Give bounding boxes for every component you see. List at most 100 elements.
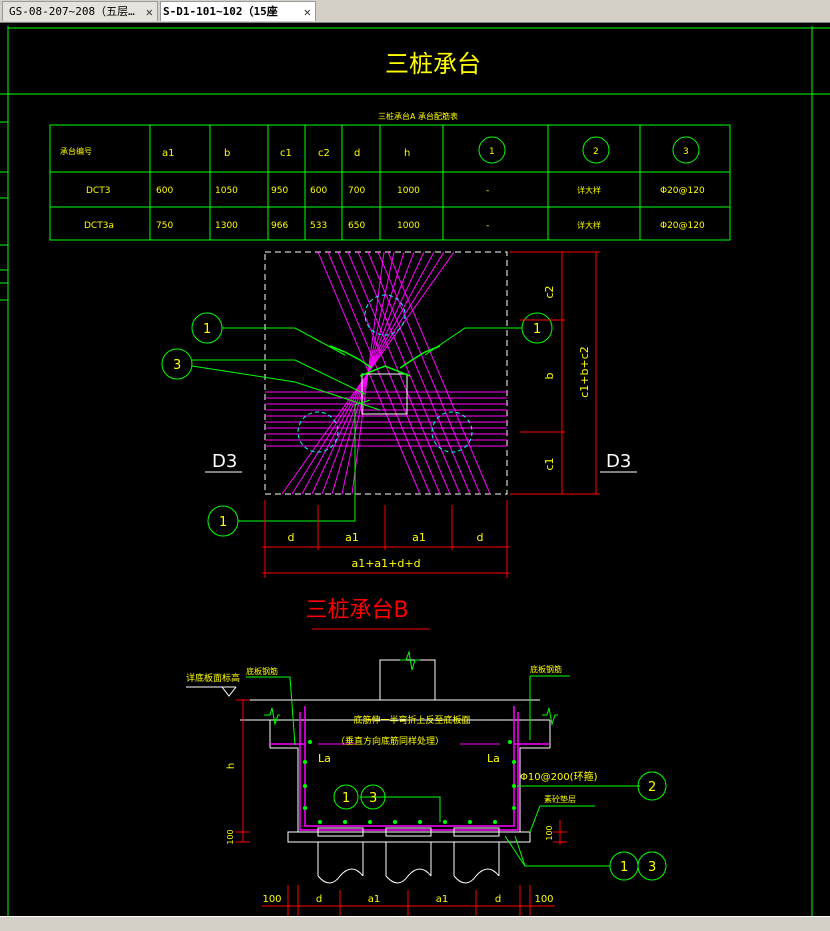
note-rebar-left: 底板钢筋: [246, 666, 278, 676]
dim-a1: a1: [412, 531, 426, 544]
callout-3: 3: [648, 860, 656, 875]
callout-1: 1: [342, 791, 350, 806]
section-callout-labels: 2 1 3 1 3: [342, 780, 656, 875]
section-dimension-lines: [236, 699, 567, 916]
close-icon[interactable]: ✕: [303, 5, 311, 19]
table-header-cell: 3: [683, 147, 689, 157]
table-header-cell: c1: [280, 148, 292, 159]
rebar-table-grid: [49, 124, 731, 241]
callout-1: 1: [620, 860, 628, 875]
table-cell: 700: [348, 186, 365, 196]
drawing-title: 三桩承台: [385, 50, 481, 78]
callout-1: 1: [219, 515, 227, 530]
tab-gs-08[interactable]: GS-08-207~208（五层… ✕: [2, 1, 158, 21]
pile-cap-section-view: [240, 650, 558, 884]
table-cell: 600: [310, 186, 327, 196]
dim-100: 100: [545, 825, 554, 840]
table-cell: -: [486, 186, 489, 196]
table-cell: 950: [271, 186, 288, 196]
table-cell: 1000: [397, 186, 420, 196]
section-notes: 详底板面标高 底板钢筋 底板钢筋 底筋伸一半弯折上反至底板面 （垂直方向底筋同样…: [186, 664, 598, 804]
table-cell: 1000: [397, 221, 420, 231]
left-margin-ticks: [0, 121, 8, 301]
close-icon[interactable]: ✕: [145, 5, 153, 19]
la-right: La: [487, 752, 500, 765]
table-cell: -: [486, 221, 489, 231]
pile-cap-plan-view: [264, 251, 508, 495]
table-cell: 750: [156, 221, 173, 231]
dim-h: h: [226, 763, 237, 769]
dim-d: d: [288, 531, 295, 544]
dim-a1: a1: [436, 894, 449, 905]
tab-s-d1[interactable]: S-D1-101~102（15座 ✕: [160, 1, 316, 21]
note-stirrup: Φ10@200(环箍): [520, 770, 598, 783]
callout-1: 1: [203, 322, 211, 337]
plan-leader-lines: [161, 312, 553, 537]
drawing-frame: [0, 26, 830, 916]
table-header-cell: 1: [489, 147, 495, 157]
section-title: 三桩承台B: [305, 598, 408, 623]
table-header-cell: d: [354, 148, 360, 159]
dim-a1: a1: [345, 531, 359, 544]
dim-a1: a1: [368, 894, 381, 905]
table-cell: 1050: [215, 186, 238, 196]
dim-d: d: [495, 894, 501, 905]
table-header-cell: 2: [593, 147, 599, 157]
dim-total-vertical: c1+b+c2: [578, 346, 591, 398]
table-header-cell: b: [224, 148, 230, 159]
dim-100: 100: [262, 894, 281, 905]
note-rebar-right: 底板钢筋: [530, 664, 562, 674]
callout-3: 3: [369, 791, 377, 806]
callout-3: 3: [173, 358, 181, 373]
document-tab-bar: GS-08-207~208（五层… ✕ S-D1-101~102（15座 ✕: [0, 0, 830, 23]
tab-label: GS-08-207~208（五层…: [9, 5, 135, 18]
callout-1: 1: [533, 322, 541, 337]
table-cell: DCT3a: [84, 221, 114, 231]
note-level: 详底板面标高: [186, 672, 240, 684]
section-dimension-labels: h 100 100 100 d a1 a1 d 100: [226, 763, 554, 905]
table-cell: Φ20@120: [660, 221, 705, 231]
dim-100: 100: [534, 894, 553, 905]
section-leader-lines: [246, 675, 667, 881]
table-cell: Φ20@120: [660, 186, 705, 196]
section-mark-right: D3: [606, 451, 631, 472]
horizontal-dimension-labels: d a1 a1 d a1+a1+d+d: [288, 531, 484, 570]
table-caption: 三桩承台A 承台配筋表: [378, 111, 458, 121]
horizontal-dimension-lines: [262, 500, 510, 578]
la-left: La: [318, 752, 331, 765]
dim-b: b: [543, 372, 556, 379]
status-bar: [0, 916, 830, 931]
dim-d: d: [477, 531, 484, 544]
vertical-dimension-labels: c2 b c1 c1+b+c2: [543, 285, 591, 470]
table-row: DCT3 600 1050 950 600 700 1000 - 详大样 Φ20…: [86, 185, 705, 196]
tab-label: S-D1-101~102（15座: [163, 5, 278, 18]
cad-drawing-canvas[interactable]: 三桩承台 三桩承台A 承台配筋表 承台编号 a1 b c1 c2 d h 1 2…: [0, 23, 830, 916]
table-cell: 详大样: [577, 220, 601, 230]
table-header-cell: h: [404, 148, 410, 159]
table-header-callouts: [478, 136, 700, 164]
table-header-cell: a1: [162, 148, 175, 159]
table-header-cell: c2: [318, 148, 330, 159]
dim-100: 100: [226, 829, 235, 844]
table-header-cell: 承台编号: [60, 146, 92, 156]
table-row: DCT3a 750 1300 966 533 650 1000 - 详大样 Φ2…: [84, 220, 705, 231]
dim-c2: c2: [543, 285, 556, 298]
table-cell: 600: [156, 186, 173, 196]
vertical-dimension-lines: [510, 251, 600, 495]
table-cell: 533: [310, 221, 327, 231]
dim-total-horizontal: a1+a1+d+d: [351, 557, 420, 570]
table-cell: DCT3: [86, 186, 110, 196]
section-mark-left: D3: [212, 451, 237, 472]
table-cell: 650: [348, 221, 365, 231]
dim-c1: c1: [543, 457, 556, 470]
note-cushion: 素砼垫层: [544, 794, 576, 804]
table-cell: 详大样: [577, 185, 601, 195]
table-header-row: 承台编号 a1 b c1 c2 d h 1 2 3: [60, 146, 689, 159]
table-cell: 966: [271, 221, 288, 231]
plan-callout-labels: 1 1 3 1: [173, 322, 541, 530]
note-bend-2: （垂直方向底筋同样处理）: [336, 735, 444, 747]
callout-2: 2: [648, 780, 656, 795]
dim-d: d: [316, 894, 322, 905]
note-bend-1: 底筋伸一半弯折上反至底板面: [353, 714, 470, 726]
table-cell: 1300: [215, 221, 238, 231]
